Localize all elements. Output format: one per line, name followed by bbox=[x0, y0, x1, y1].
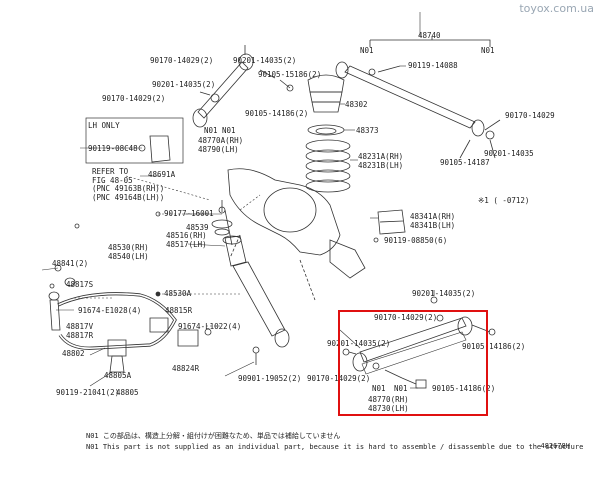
label-90170-14029-2b: 90170-14029(2) bbox=[102, 94, 166, 103]
label-48770a-48790: 48770A(RH) 48790(LH) bbox=[198, 136, 244, 154]
label-48817v: 48817V bbox=[66, 322, 94, 331]
label-48530: 48530(RH) bbox=[108, 243, 149, 252]
label-n01-b: N01 bbox=[481, 46, 495, 55]
label-90201-14035-tr: 90201-14035 bbox=[484, 149, 534, 158]
label-48770a: 48770A(RH) bbox=[198, 136, 244, 145]
label-48341b: 48341B(LH) bbox=[410, 220, 456, 230]
label-n01-d: N01 bbox=[222, 126, 236, 135]
label-48517: 48517(LH) bbox=[166, 239, 207, 249]
highlight-box bbox=[338, 310, 488, 416]
label-48815r: 48815R bbox=[165, 306, 193, 315]
label-90170-14029-2a: 90170-14029(2) bbox=[150, 56, 214, 65]
label-48516: 48516(RH) bbox=[166, 231, 207, 240]
label-48802: 48802 bbox=[62, 349, 85, 358]
label-90170-14029-tr: 90170-14029 bbox=[505, 111, 555, 120]
label-48373: 48373 bbox=[356, 126, 379, 135]
label-48341: 48341A(RH) 48341B(LH) bbox=[410, 212, 456, 230]
label-48817r: 48817R bbox=[66, 330, 94, 340]
label-refer-3: (PNC 49163B(RH)) bbox=[92, 184, 165, 193]
label-48302: 48302 bbox=[345, 100, 368, 109]
label-90201-14035-2d: 90201-14035(2) bbox=[327, 339, 391, 348]
label-48540: 48540(LH) bbox=[108, 251, 149, 261]
label-refer-2: FIG 48-05 bbox=[92, 175, 133, 185]
label-n01-c: N01 bbox=[204, 126, 218, 135]
shock-absorber bbox=[211, 209, 290, 348]
label-refer-4: (PNC 49164B(LH)) bbox=[92, 192, 165, 202]
footnote-jp: N01 この部品は、構造上分解・組付けが困難なため、単品では補給していません bbox=[86, 432, 341, 440]
label-note-x1: ※1 ( -0712) bbox=[478, 196, 530, 205]
label-90201-14035-2a: 90201-14035(2) bbox=[233, 56, 297, 65]
label-48824r: 48824R bbox=[172, 364, 200, 373]
label-90119-08850: 90119-08850(6) bbox=[384, 236, 448, 245]
label-48231a: 48231A(RH) bbox=[358, 152, 404, 161]
label-n01-a: N01 bbox=[360, 46, 374, 55]
label-90201-14035-2c: 90201-14035(2) bbox=[412, 289, 476, 298]
label-48530a: 48530A bbox=[164, 289, 192, 298]
label-90201-14035-2b: 90201-14035(2) bbox=[152, 80, 216, 89]
label-90177-16001: 90177-16001 bbox=[164, 209, 214, 218]
label-48740: 48740 bbox=[418, 31, 441, 40]
label-48805a: 48805A bbox=[104, 371, 132, 380]
label-48817v-48817r: 48817V 48817R bbox=[66, 322, 94, 340]
label-90119-08c48: 90119-08C48 bbox=[88, 144, 138, 153]
label-48231: 48231A(RH) 48231B(LH) bbox=[358, 152, 404, 170]
label-48341a: 48341A(RH) bbox=[410, 212, 456, 221]
footnote-en: N01 This part is not supplied as an indi… bbox=[86, 443, 584, 451]
label-n01-e: N01 bbox=[372, 384, 386, 393]
label-48805: 48805 bbox=[116, 388, 139, 397]
label-90105-15186-2: 90105-15186(2) bbox=[258, 70, 322, 79]
label-48790: 48790(LH) bbox=[198, 144, 239, 154]
label-48530-48540: 48530(RH) 48540(LH) bbox=[108, 243, 149, 261]
watermark: toyox.com.ua bbox=[519, 2, 594, 15]
label-90119-21041: 90119-21041(2) bbox=[56, 388, 120, 397]
label-48841: 48841(2) bbox=[52, 259, 89, 268]
label-48539: 48539 bbox=[186, 223, 209, 232]
label-90170-14029-2c: 90170-14029(2) bbox=[374, 313, 438, 322]
coil-spring bbox=[305, 139, 351, 193]
lateral-rod bbox=[344, 65, 476, 129]
label-90105-14186-2c: 90105-14186(2) bbox=[432, 384, 496, 393]
label-48231b: 48231B(LH) bbox=[358, 160, 404, 170]
label-refer-1: REFER TO bbox=[92, 167, 129, 176]
label-48516-48517: 48516(RH) 48517(LH) bbox=[166, 231, 207, 249]
label-48730: 48730(LH) bbox=[368, 403, 409, 413]
label-91674-l1022: 91674-L1022(4) bbox=[178, 322, 242, 331]
label-48770: 48770(RH) bbox=[368, 395, 409, 404]
label-refer-block: REFER TO FIG 48-05 (PNC 49163B(RH)) (PNC… bbox=[92, 167, 165, 202]
label-91674-e1028: 91674-E1028(4) bbox=[78, 306, 142, 315]
axle-housing bbox=[227, 168, 341, 256]
label-48817s: 48817S bbox=[66, 280, 94, 289]
label-90119-14088: 90119-14088 bbox=[408, 61, 458, 70]
label-n01-f: N01 bbox=[394, 384, 408, 393]
label-90105-14187: 90105-14187 bbox=[440, 158, 490, 167]
label-48691a: 48691A bbox=[148, 170, 176, 179]
label-90105-14186-2b: 90105-14186(2) bbox=[462, 342, 526, 351]
page-id: 482678H bbox=[540, 442, 570, 450]
label-90901-19052: 90901-19052(2) bbox=[238, 374, 302, 383]
label-48770-48730: 48770(RH) 48730(LH) bbox=[368, 395, 409, 413]
label-90105-14186-2a: 90105-14186(2) bbox=[245, 109, 309, 118]
label-lh-only: LH ONLY bbox=[88, 121, 120, 130]
lower-control-arm bbox=[342, 314, 496, 389]
